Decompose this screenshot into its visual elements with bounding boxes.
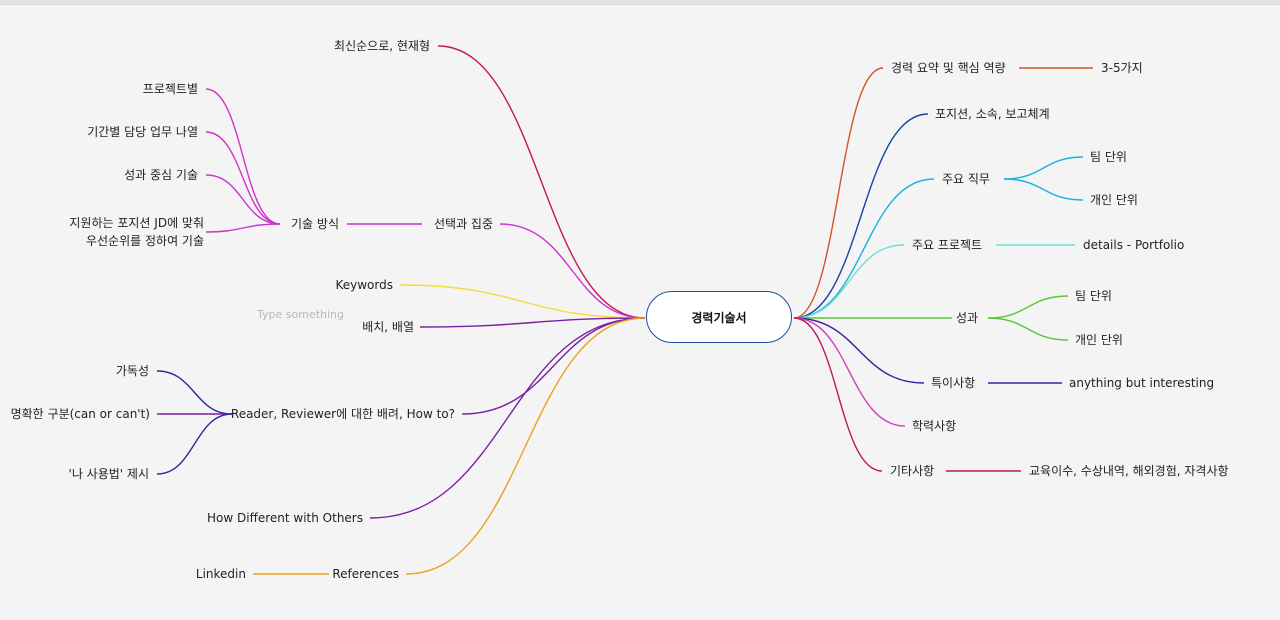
link-method-child-2 bbox=[205, 174, 281, 225]
subtopic-duty-team[interactable]: 팀 단위 bbox=[1090, 150, 1127, 164]
subtopic-result-focus[interactable]: 성과 중심 기술 bbox=[124, 168, 198, 182]
topic-results[interactable]: 성과 bbox=[955, 311, 979, 325]
subtopic-clear-distinction[interactable]: 명확한 구분(can or can't) bbox=[10, 407, 150, 421]
topic-keywords[interactable]: Keywords bbox=[335, 278, 393, 292]
topic-references[interactable]: References bbox=[332, 567, 399, 581]
subtopic-readability[interactable]: 가독성 bbox=[115, 364, 149, 378]
link-method-child-3 bbox=[205, 223, 281, 233]
link-method-child-1 bbox=[205, 131, 281, 225]
subtopic-how-to-use-me[interactable]: '나 사용법' 제시 bbox=[68, 467, 149, 481]
subtopic-duty-individual[interactable]: 개인 단위 bbox=[1090, 193, 1138, 207]
subtopic-etc-details[interactable]: 교육이수, 수상내역, 해외경험, 자격사항 bbox=[1029, 464, 1229, 478]
topic-latest[interactable]: 최신순으로, 현재형 bbox=[334, 39, 430, 53]
link-summary bbox=[793, 67, 884, 319]
link-result-child-1 bbox=[987, 317, 1069, 341]
subtopic-by-period[interactable]: 기간별 담당 업무 나열 bbox=[87, 125, 198, 139]
link-layout bbox=[419, 317, 646, 328]
link-keywords bbox=[399, 284, 646, 319]
topic-education[interactable]: 학력사항 bbox=[912, 419, 957, 433]
link-duty-child-1 bbox=[1003, 178, 1084, 201]
central-topic-label: 경력기술서 bbox=[691, 310, 747, 325]
topic-main-project[interactable]: 주요 프로젝트 bbox=[912, 238, 983, 252]
topic-career-summary[interactable]: 경력 요약 및 핵심 역량 bbox=[891, 61, 1006, 75]
subtopic-3-5[interactable]: 3-5가지 bbox=[1101, 61, 1143, 75]
link-references bbox=[405, 317, 646, 575]
link-reader-child-0 bbox=[156, 370, 233, 415]
link-position bbox=[793, 113, 929, 319]
subtopic-jd-priority[interactable]: 지원하는 포지션 JD에 맞춰 우선순위를 정하여 기술 bbox=[69, 216, 204, 248]
top-toolbar-edge bbox=[0, 0, 1280, 5]
placeholder-hint[interactable]: Type something bbox=[256, 308, 344, 321]
topic-reader-consideration[interactable]: Reader, Reviewer에 대한 배려, How to? bbox=[230, 407, 455, 421]
topic-main-duty[interactable]: 주요 직무 bbox=[942, 172, 990, 186]
topic-etc[interactable]: 기타사항 bbox=[890, 464, 935, 478]
link-result-child-0 bbox=[987, 295, 1069, 319]
subtopic-by-project[interactable]: 프로젝트별 bbox=[142, 82, 198, 96]
link-different bbox=[369, 317, 646, 519]
central-topic[interactable]: 경력기술서 bbox=[646, 291, 792, 343]
link-etc bbox=[793, 317, 883, 472]
link-education bbox=[793, 317, 906, 427]
link-reader bbox=[461, 317, 646, 415]
topic-writing-method[interactable]: 기술 방식 bbox=[291, 217, 339, 231]
link-method-child-0 bbox=[205, 88, 281, 225]
subtopic-result-team[interactable]: 팀 단위 bbox=[1075, 289, 1112, 303]
link-latest bbox=[437, 45, 646, 319]
subtopic-result-individual[interactable]: 개인 단위 bbox=[1075, 333, 1123, 347]
topic-select-focus[interactable]: 선택과 집중 bbox=[433, 217, 493, 231]
subtopic-interesting[interactable]: anything but interesting bbox=[1069, 376, 1215, 390]
link-project bbox=[793, 244, 905, 319]
link-duty bbox=[793, 178, 935, 319]
link-select bbox=[499, 223, 646, 319]
topic-how-different[interactable]: How Different with Others bbox=[207, 511, 363, 525]
link-special bbox=[793, 317, 925, 384]
link-reader-child-2 bbox=[156, 413, 233, 475]
topic-layout[interactable]: 배치, 배열 bbox=[362, 320, 414, 334]
topic-position[interactable]: 포지션, 소속, 보고체계 bbox=[935, 107, 1050, 121]
link-duty-child-0 bbox=[1003, 156, 1084, 180]
topic-special-notes[interactable]: 특이사항 bbox=[931, 376, 976, 390]
subtopic-portfolio[interactable]: details - Portfolio bbox=[1083, 238, 1185, 252]
subtopic-linkedin[interactable]: Linkedin bbox=[195, 567, 246, 581]
